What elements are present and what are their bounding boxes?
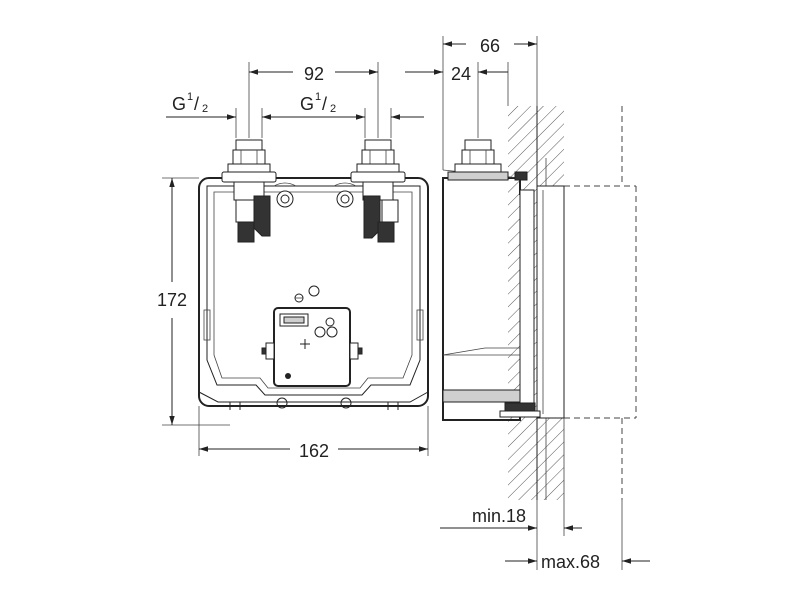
svg-text:/: / bbox=[322, 94, 327, 114]
svg-text:1: 1 bbox=[187, 91, 193, 103]
right-thread-label: G 1 / 2 bbox=[300, 91, 336, 115]
svg-text:G: G bbox=[300, 94, 314, 114]
box-inner-frame bbox=[206, 185, 421, 396]
svg-text:1: 1 bbox=[315, 91, 321, 103]
dim-offset: 24 bbox=[451, 64, 471, 84]
svg-text:G: G bbox=[172, 94, 186, 114]
front-view bbox=[198, 139, 429, 410]
dim-min-depth: min.18 bbox=[472, 506, 526, 526]
side-fitting bbox=[447, 139, 528, 181]
right-inlet-fitting bbox=[333, 139, 406, 243]
svg-text:2: 2 bbox=[330, 103, 336, 115]
dim-max-depth: max.68 bbox=[541, 552, 600, 572]
dim-width: 162 bbox=[299, 441, 329, 461]
side-dimensions: 66 24 min.18 max.68 bbox=[405, 36, 650, 572]
svg-text:/: / bbox=[194, 94, 199, 114]
front-dimensions: 92 G 1 / 2 G 1 / 2 172 bbox=[157, 62, 429, 461]
dim-pipe-spacing: 92 bbox=[304, 64, 324, 84]
left-inlet-fitting bbox=[221, 139, 297, 243]
dim-top-depth: 66 bbox=[480, 36, 500, 56]
dim-height: 172 bbox=[157, 290, 187, 310]
side-view bbox=[442, 106, 637, 500]
cover-plate bbox=[536, 185, 565, 419]
electronics-module bbox=[261, 285, 363, 409]
left-thread-label: G 1 / 2 bbox=[172, 91, 208, 115]
svg-text:2: 2 bbox=[202, 103, 208, 115]
